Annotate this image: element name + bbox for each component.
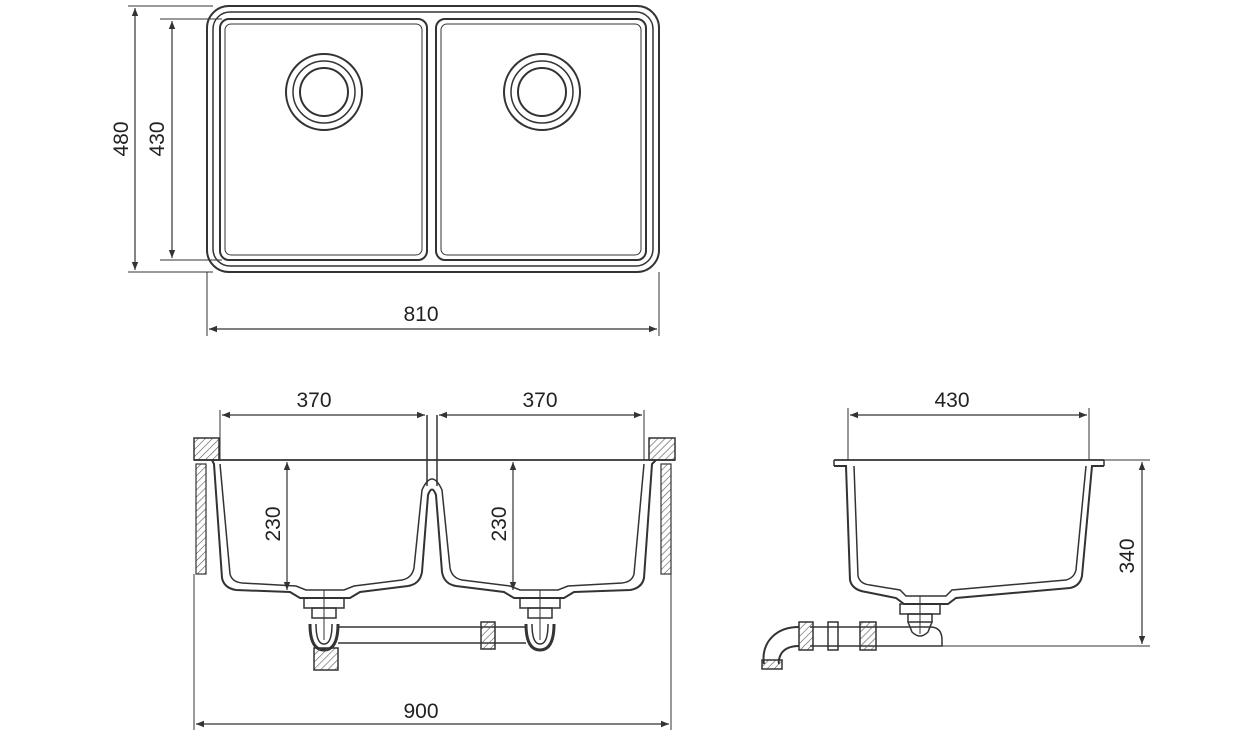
side-view: 430 340 [761,389,1150,670]
connecting-pipe [338,621,526,650]
left-bowl-inner [224,23,423,256]
side-bowl-profile-inner [853,465,1087,597]
dim-label-810: 810 [403,303,438,326]
left-countertop-block [193,437,220,461]
left-drain [285,53,363,131]
left-cabinet-wall [195,463,207,575]
right-cabinet-wall [660,463,672,575]
side-bowl-profile [834,465,1104,605]
right-strainer [519,590,561,652]
dim-label-480: 480 [110,121,133,156]
left-bowl-outline [219,18,428,261]
right-drain [503,53,581,131]
dim-label-430-side: 430 [934,389,969,412]
front-view: 370 370 230 230 900 [193,389,676,730]
top-view: 480 430 810 [110,5,660,336]
right-countertop-block [648,437,676,461]
right-bowl-outline [435,18,647,261]
right-bowl-inner [440,23,642,256]
left-bowl-profile-inner [219,463,645,591]
dim-label-370-right: 370 [522,389,557,412]
left-bowl-profile [211,459,657,599]
dim-label-230-right: 230 [488,506,511,541]
left-strainer [303,590,345,671]
side-strainer [899,596,941,637]
dim-label-340: 340 [1116,538,1139,573]
top-view-outer-rim [206,5,660,273]
dim-label-230-left: 230 [262,506,285,541]
dim-label-900: 900 [403,700,438,723]
top-view-outer-rim-inner [212,11,654,267]
dim-label-430-top: 430 [146,121,169,156]
side-drain-pipe [761,621,943,670]
dim-label-370-left: 370 [296,389,331,412]
